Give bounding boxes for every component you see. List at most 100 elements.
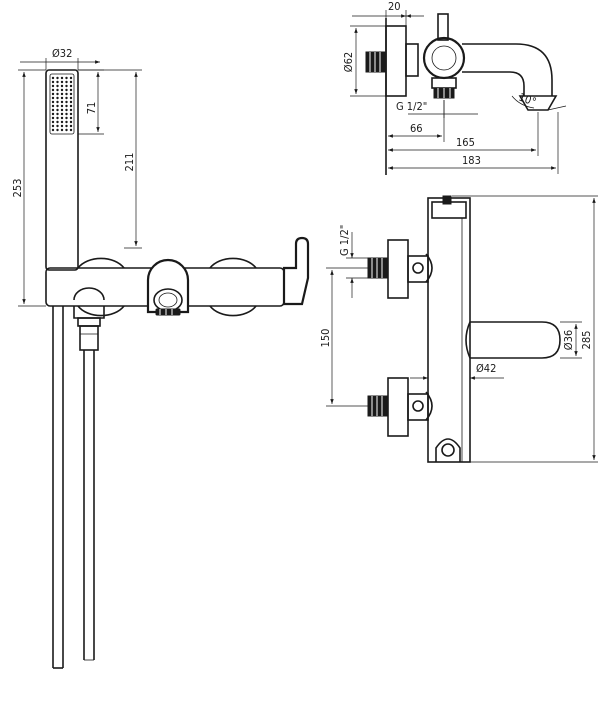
top-rosette-upper <box>387 239 409 299</box>
nozzle-dot <box>69 108 73 112</box>
nozzle-dot <box>65 92 68 96</box>
nozzle-dot <box>69 96 73 100</box>
left-rosette <box>77 257 125 269</box>
nozzle-dot <box>51 112 55 116</box>
nozzle-dot <box>56 124 59 128</box>
nozzle-dot <box>65 96 68 100</box>
nozzle-dot <box>56 80 59 84</box>
nozzle-dot <box>56 92 59 96</box>
nozzle-dot <box>51 88 55 92</box>
nozzle-dot <box>69 124 73 128</box>
nozzle-dot <box>56 116 59 120</box>
nozzle-dot <box>69 84 73 88</box>
dim-rosette-diameter: Ø62 <box>342 52 355 72</box>
nozzle-dot <box>56 128 59 132</box>
dim-total-depth: 183 <box>462 154 481 167</box>
dim-top-thread: G 1/2" <box>338 225 351 256</box>
nozzle-dot <box>65 116 68 120</box>
side-body <box>422 36 466 80</box>
side-view: 20 Ø62 G 1/2" 10° 66 165 183 <box>342 0 567 175</box>
nozzle-dot <box>69 128 73 132</box>
nozzle-dot <box>65 76 68 80</box>
nozzle-dot <box>56 100 59 104</box>
nozzle-dot <box>65 84 68 88</box>
nozzle-dot <box>56 88 59 92</box>
nozzle-dot <box>51 120 55 124</box>
nozzle-dot <box>65 124 68 128</box>
nozzle-dot <box>60 88 64 92</box>
nozzle-dot <box>56 112 59 116</box>
spout-outlet <box>146 258 190 314</box>
nozzle-dot <box>65 108 68 112</box>
nozzle-dot <box>51 96 55 100</box>
nozzle-dot <box>51 116 55 120</box>
nozzle-dot <box>69 100 73 104</box>
nozzle-dot <box>51 84 55 88</box>
nozzle-dot <box>56 108 59 112</box>
side-thread <box>365 51 387 73</box>
shower-hose <box>83 350 95 660</box>
top-spout <box>470 321 561 359</box>
right-rosette <box>209 257 257 269</box>
nozzle-dot <box>60 100 64 104</box>
nozzle-dot <box>65 120 68 124</box>
nozzle-dot <box>60 112 64 116</box>
dim-body-diameter: Ø42 <box>476 362 496 375</box>
nozzle-dot <box>65 128 68 132</box>
nozzle-dot <box>56 120 59 124</box>
nozzle-dot <box>69 76 73 80</box>
side-rosette <box>385 25 407 97</box>
nozzle-dot <box>69 104 73 108</box>
nozzle-dot <box>56 96 59 100</box>
spray-nozzles <box>51 76 73 132</box>
nozzle-dot <box>65 88 68 92</box>
nozzle-dot <box>51 128 55 132</box>
dim-total-height: 253 <box>11 179 24 198</box>
nozzle-dot <box>51 76 55 80</box>
dim-wall-offset: 20 <box>388 0 401 13</box>
top-body <box>427 197 471 463</box>
top-view: G 1/2" 150 Ø36 Ø42 285 <box>319 195 598 463</box>
nozzle-dot <box>60 116 64 120</box>
nozzle-dot <box>69 92 73 96</box>
dim-head-diameter: Ø32 <box>52 47 72 60</box>
nozzle-dot <box>65 104 68 108</box>
nozzle-dot <box>65 80 68 84</box>
nozzle-dot <box>60 128 64 132</box>
nozzle-dot <box>65 112 68 116</box>
nozzle-dot <box>60 80 64 84</box>
dim-connection-depth: 66 <box>410 122 423 135</box>
nozzle-dot <box>51 104 55 108</box>
dim-spray-height: 71 <box>85 102 98 115</box>
dim-spout-diameter: Ø36 <box>562 330 575 350</box>
nozzle-dot <box>51 80 55 84</box>
nozzle-dot <box>60 76 64 80</box>
dim-body-length: 285 <box>580 331 593 350</box>
nozzle-dot <box>69 116 73 120</box>
dim-spout-angle: 10° <box>517 91 538 109</box>
dim-connection-spacing: 150 <box>319 329 332 348</box>
top-rosette-lower <box>387 377 409 437</box>
nozzle-dot <box>51 124 55 128</box>
top-thread-upper <box>367 257 389 279</box>
top-thread-lower <box>367 395 389 417</box>
nozzle-dot <box>60 96 64 100</box>
nozzle-dot <box>56 76 59 80</box>
nozzle-dot <box>69 112 73 116</box>
side-spout <box>462 43 553 96</box>
hand-shower-head <box>45 69 79 271</box>
nozzle-dot <box>60 84 64 88</box>
nozzle-dot <box>60 120 64 124</box>
nozzle-dot <box>51 100 55 104</box>
nozzle-dot <box>51 108 55 112</box>
dim-holder-height: 211 <box>123 153 136 172</box>
nozzle-dot <box>65 100 68 104</box>
dim-spout-reach: 165 <box>456 136 475 149</box>
nozzle-dot <box>69 88 73 92</box>
dim-side-thread: G 1/2" <box>396 100 427 113</box>
front-view: Ø32 71 211 253 <box>11 47 310 669</box>
nozzle-dot <box>60 92 64 96</box>
top-hose-outlet <box>435 438 461 462</box>
nozzle-dot <box>60 104 64 108</box>
